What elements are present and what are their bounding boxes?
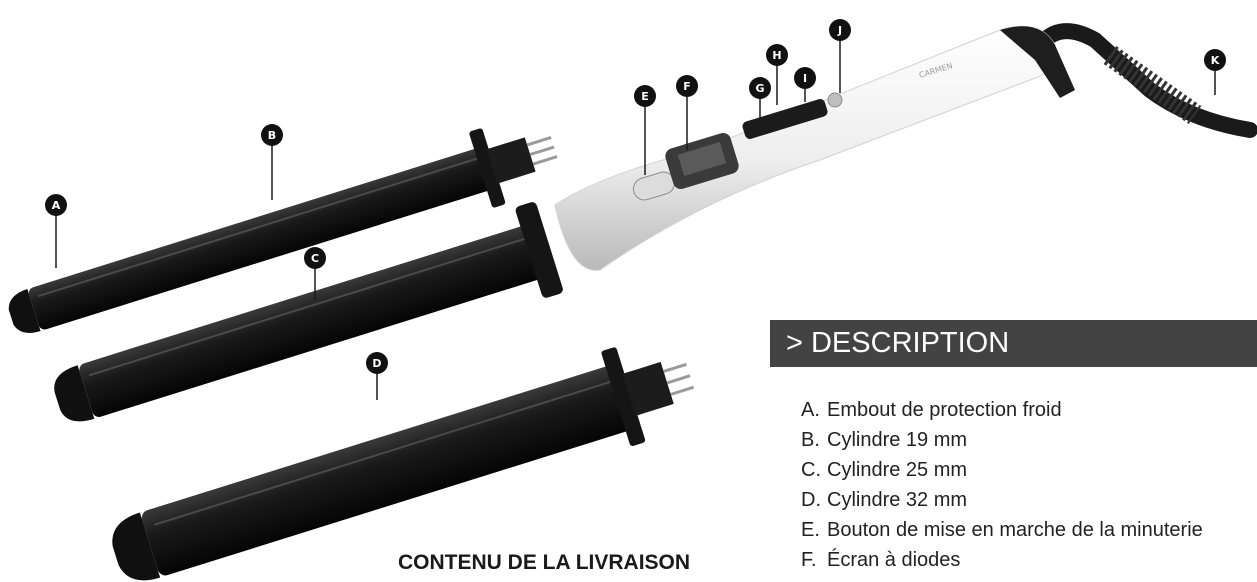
callout-k: K: [1204, 49, 1226, 95]
handle: CARMEN: [554, 25, 1075, 271]
svg-text:H: H: [772, 49, 781, 62]
svg-text:D: D: [372, 357, 381, 370]
svg-text:A: A: [52, 199, 61, 212]
description-item: B. Cylindre 19 mm: [801, 425, 1203, 455]
callout-c: C: [304, 247, 326, 300]
svg-text:I: I: [803, 72, 807, 85]
svg-text:B: B: [268, 129, 276, 142]
svg-text:F: F: [683, 80, 691, 93]
item-text: Embout de protection froid: [827, 399, 1062, 421]
description-list: A. Embout de protection froid B. Cylindre …: [801, 395, 1203, 575]
callout-f: F: [676, 75, 698, 150]
callout-h: H: [766, 44, 788, 105]
item-text: Cylindre 25 mm: [827, 459, 968, 481]
callout-b: B: [261, 124, 283, 200]
item-text: Cylindre 19 mm: [827, 429, 968, 451]
item-letter: C.: [801, 459, 821, 481]
barrel-32mm: [112, 347, 695, 581]
svg-text:J: J: [837, 24, 842, 37]
callout-e: E: [634, 85, 656, 175]
svg-text:E: E: [641, 90, 649, 103]
item-text: Écran à diodes: [827, 549, 961, 571]
description-item: C. Cylindre 25 mm: [801, 455, 1203, 485]
item-text: Bouton de mise en marche de la minuterie: [827, 519, 1203, 541]
description-item: E. Bouton de mise en marche de la minuter…: [801, 515, 1203, 545]
callout-i: I: [794, 67, 816, 102]
description-item: F. Écran à diodes: [801, 545, 1203, 575]
power-cord: [1032, 23, 1257, 138]
temperature-button: [742, 99, 828, 139]
item-letter: D.: [801, 489, 821, 511]
description-heading: > DESCRIPTION: [770, 320, 1257, 367]
description-item: D. Cylindre 32 mm: [801, 485, 1203, 515]
item-letter: A.: [801, 399, 820, 421]
item-letter: F.: [801, 549, 817, 571]
callout-g: G: [749, 77, 771, 120]
item-letter: E.: [801, 519, 820, 541]
barrel-25mm: [54, 202, 563, 422]
svg-text:G: G: [755, 82, 764, 95]
indicator-light: [827, 92, 843, 108]
svg-text:K: K: [1211, 54, 1220, 67]
item-text: Cylindre 32 mm: [827, 489, 968, 511]
barrel-19mm: [8, 128, 558, 333]
item-letter: B.: [801, 429, 820, 451]
callout-j: J: [829, 19, 851, 93]
description-item: A. Embout de protection froid: [801, 395, 1203, 425]
led-display: [665, 132, 739, 190]
contents-title: CONTENU DE LA LIVRAISON: [398, 551, 691, 574]
callout-d: D: [366, 352, 388, 400]
callout-a: A: [45, 194, 67, 268]
svg-text:C: C: [311, 252, 319, 265]
